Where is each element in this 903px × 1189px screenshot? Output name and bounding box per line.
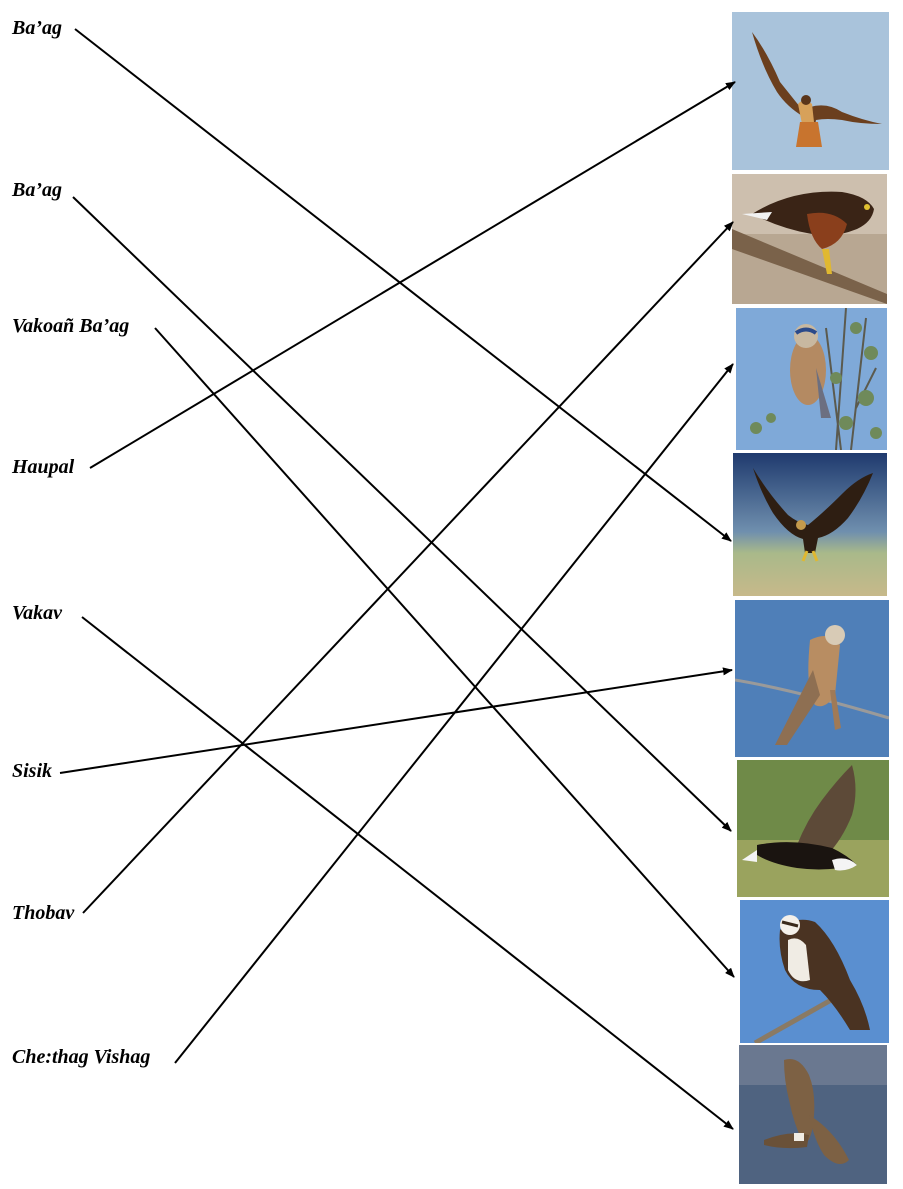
label-thobav: Thobav [12,902,75,924]
arrow-chethag-vishag-to-kestrel-tree [174,363,734,1064]
harris-hawk-perched-photo [732,174,887,304]
kestrel-in-tree-photo [736,308,887,450]
arrow-haupal-to-red-tailed-hawk [89,81,736,469]
label-chethag-vishag: Che:thag Vishag [12,1046,151,1068]
harrier-flying-photo [739,1045,887,1184]
red-tailed-hawk-flying-photo [732,12,889,170]
arrow-baag-2-to-bald-eagle [72,196,732,832]
arrow-baag-1-to-golden-eagle [74,28,732,542]
label-vakav: Vakav [12,602,62,624]
osprey-perched-photo [740,900,889,1043]
arrow-vakoan-baag-to-osprey [154,327,735,978]
arrow-sisik-to-kestrel-wire [59,667,733,774]
kestrel-on-wire-photo [735,600,889,757]
label-haupal: Haupal [12,456,75,478]
arrow-thobav-to-harris-hawk [82,221,734,914]
golden-eagle-flying-photo [733,453,887,596]
arrow-vakav-to-harrier [81,616,734,1130]
label-sisik: Sisik [12,760,53,782]
bald-eagle-flying-photo [737,760,889,897]
label-vakoan-baag: Vakoañ Ba’ag [12,315,130,337]
label-baag-2: Ba’ag [12,179,62,201]
label-baag-1: Ba’ag [12,17,62,39]
